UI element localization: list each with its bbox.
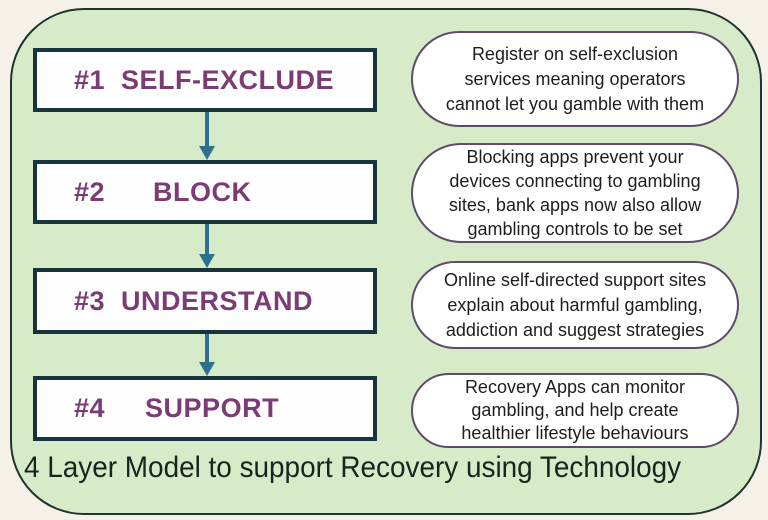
callout-bubble-2: Blocking apps prevent your devices conne… [411,143,739,243]
callout-bubble-3: Online self-directed support sites expla… [411,261,739,349]
callout-bubble-1-line: services meaning operators [464,68,686,89]
layer-box-4-label: #4 SUPPORT [74,393,280,423]
callout-bubble-4: Recovery Apps can monitor gambling, and … [411,373,739,448]
callout-bubble-2-line: sites, bank apps now also allow [448,195,702,215]
layer-box-1-label: #1 SELF-EXCLUDE [74,64,335,95]
callout-bubble-3-line: explain about harmful gambling, [447,294,703,315]
diagram-caption: 4 Layer Model to support Recovery using … [24,451,682,484]
callout-bubble-4-line: gambling, and help create [471,400,679,420]
layer-box-4: #4 SUPPORT [33,376,377,441]
layer-box-2: #2 BLOCK [33,160,377,224]
callout-bubble-3-line: addiction and suggest strategies [445,319,705,340]
down-arrow-icon-2 [199,224,215,268]
down-arrow-icon-3 [199,334,215,376]
layer-box-2-label: #2 BLOCK [74,176,252,207]
callout-bubble-1-line: Register on self-exclusion [471,43,679,64]
callout-bubble-2-line: gambling controls to be set [467,219,683,239]
down-arrow-icon-1 [199,112,215,160]
callout-bubble-4-line: healthier lifestyle behaviours [461,423,689,443]
callout-bubble-4-line: Recovery Apps can monitor [464,377,686,397]
callout-bubble-2-line: devices connecting to gambling [449,171,701,191]
layer-box-1: #1 SELF-EXCLUDE [33,48,377,112]
callout-bubble-3-line: Online self-directed support sites [443,269,707,290]
callout-bubble-2-line: Blocking apps prevent your [466,147,684,167]
layer-box-3: #3 UNDERSTAND [33,268,377,334]
layer-box-3-label: #3 UNDERSTAND [74,285,314,316]
callout-bubble-1: Register on self-exclusion services mean… [411,31,739,127]
callout-bubble-1-line: cannot let you gamble with them [445,93,705,114]
